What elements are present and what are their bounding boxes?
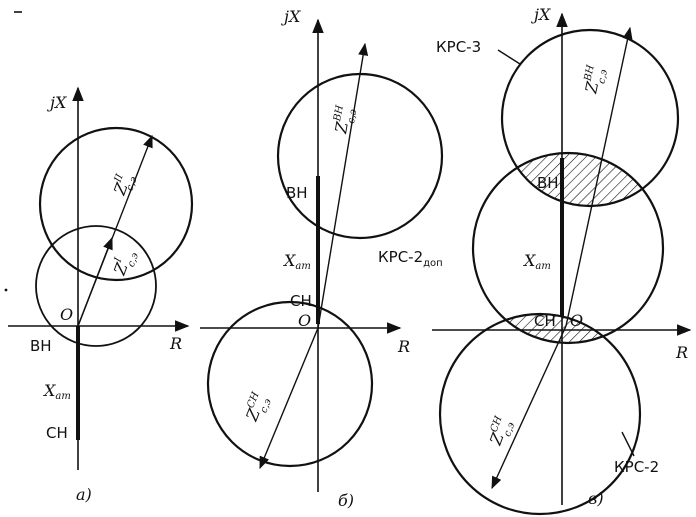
panel-c-zch-label: ZСНс,э [485, 414, 518, 450]
panel-c-vector-zch [491, 325, 567, 490]
panel-c-vector-zbh [565, 26, 633, 327]
panel-c-bh-label: ВН [537, 174, 559, 192]
panel-b-bh-label: ВН [286, 184, 308, 202]
panel-c-caption: в) [588, 489, 604, 508]
panel-b-xat-label: Xат [282, 251, 311, 272]
panel-a-caption: а) [76, 485, 92, 504]
panel-b-axis-x-label: R [397, 337, 410, 356]
panel-c-krs2dop-label: КРС-2доп [378, 248, 443, 269]
panel-a-zI-label: ZIс,э [109, 246, 142, 280]
panel-c-krs2-label: КРС-2 [614, 458, 659, 476]
panel-a-axis-x-label: R [169, 334, 182, 353]
panel-c-krs3-label: КРС-3 [436, 38, 481, 56]
panel-b-axis-y-label: jX [281, 7, 301, 26]
panel-c-ch-label: СН [534, 312, 556, 330]
panel-b: jX R O ZВНс,э ZСНс,э ВН Xат СН б) [200, 7, 444, 510]
panel-a-circle-inner [35, 225, 157, 347]
panel-c-axis-x-label: R [675, 343, 688, 362]
panel-c-krs3-leader [497, 49, 521, 65]
panel-c-circle-krs2dop [471, 151, 665, 345]
panel-c-circle-krs2 [438, 312, 642, 516]
panel-b-vector-zbh [317, 42, 369, 329]
panel-b-zbh-label: ZВНс,э [330, 104, 360, 136]
panel-a-circle-outer [38, 126, 194, 282]
panel-b-origin-label: O [298, 311, 311, 330]
panel-b-vector-zch [259, 327, 319, 470]
panel-b-ch-label: СН [290, 292, 312, 310]
panel-c-xat-label: Xат [522, 251, 551, 272]
panel-a-vector-zI [77, 236, 113, 327]
svg-text:ZIIс,э: ZIIс,э [109, 170, 140, 200]
panel-a-xat-label: Xат [42, 381, 71, 402]
panel-a: jX R O ZIIс,э ZIс,э ВН Xат СН а) [8, 86, 194, 504]
panel-c-axis-y-label: jX [531, 5, 551, 24]
panel-a-origin-label: O [60, 305, 73, 324]
svg-text:ZIс,э: ZIс,э [109, 246, 142, 280]
panel-a-ch-label: СН [46, 424, 68, 442]
panel-a-axis-y-label: jX [47, 93, 67, 112]
scan-mark-dot [4, 288, 8, 292]
panel-c-krs2-leader [621, 431, 635, 457]
panel-c-zbh-label: ZВНс,э [580, 64, 610, 97]
panel-c-circle-krs3 [500, 28, 680, 208]
panel-b-caption: б) [338, 491, 354, 510]
svg-text:ZСНс,э: ZСНс,э [241, 390, 275, 426]
panel-b-circle-bottom [206, 300, 374, 468]
panel-b-circle-top [276, 72, 444, 240]
svg-text:ZСНс,э: ZСНс,э [485, 414, 518, 450]
panel-b-zch-label: ZСНс,э [241, 390, 275, 426]
panel-a-bh-label: ВН [30, 337, 52, 355]
svg-text:ZВНс,э: ZВНс,э [330, 104, 360, 136]
panel-c-origin-label: O [570, 311, 583, 330]
svg-text:ZВНс,э: ZВНс,э [580, 64, 610, 97]
panel-c: jX R O ZВНс,э ZСНс,э ВН СН Xат КРС-3 КРС… [378, 5, 692, 516]
panel-a-zII-label: ZIIс,э [109, 170, 140, 200]
